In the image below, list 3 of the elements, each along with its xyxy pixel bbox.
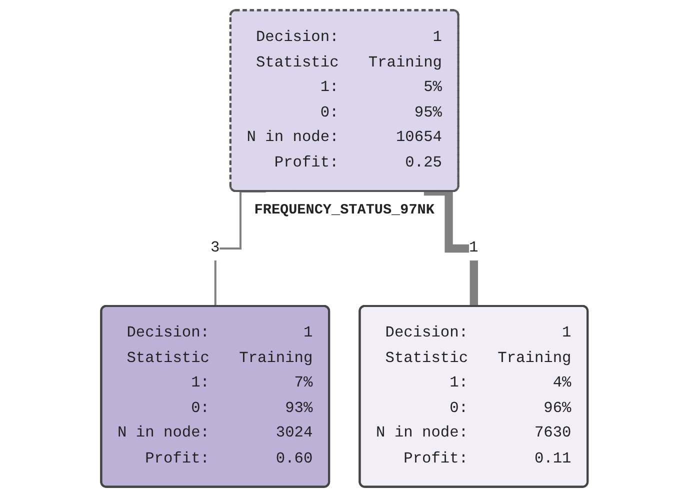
edge-label: 3 — [210, 239, 220, 256]
edge-label: 1 — [469, 239, 478, 256]
split-variable-label: FREQUENCY_STATUS_97NK — [254, 202, 435, 218]
